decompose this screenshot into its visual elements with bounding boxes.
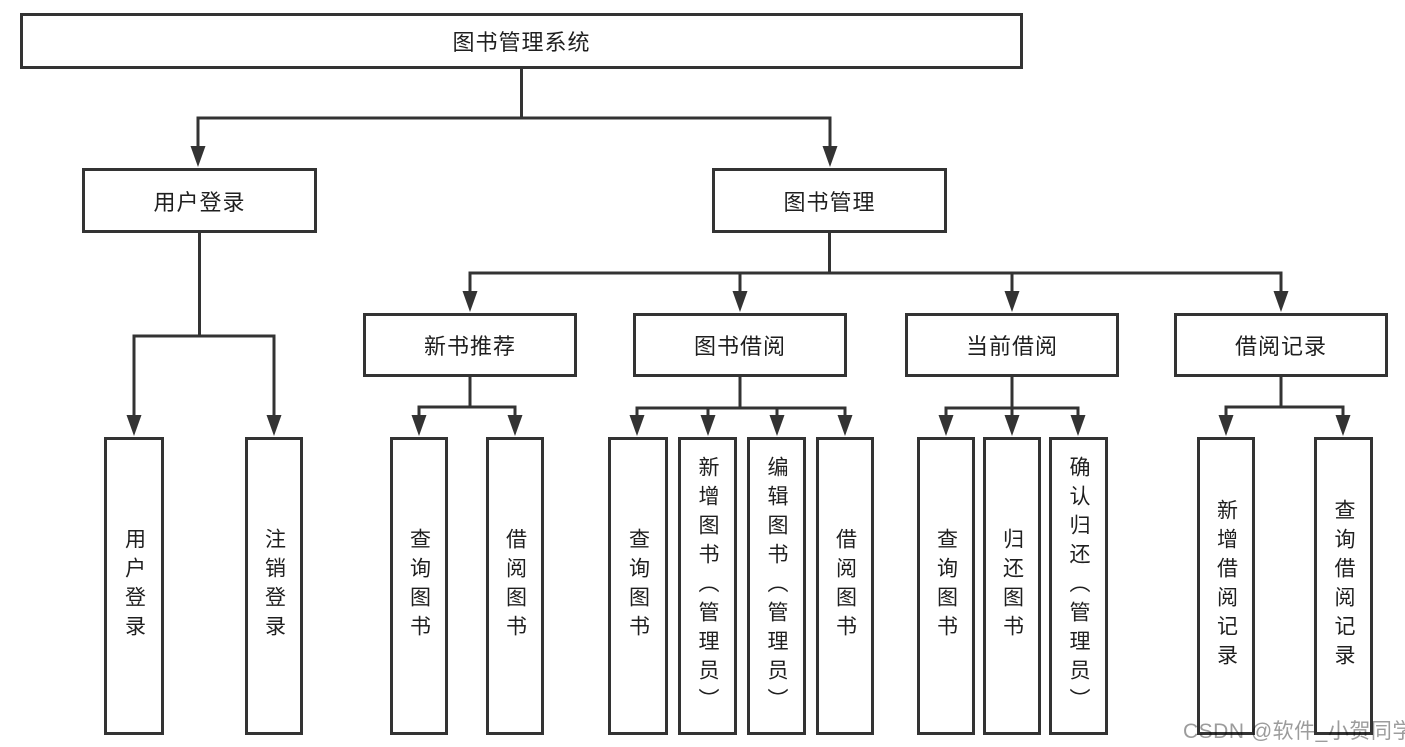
leaf-query-borrow-record-label: 查询借阅记录 bbox=[1332, 499, 1355, 673]
user-login-branch-connector bbox=[126, 231, 282, 436]
node-root-label: 图书管理系统 bbox=[452, 30, 591, 55]
node-borrowing-records: 借阅记录 bbox=[1174, 313, 1388, 377]
leaf-borrow-books-recommend: 借阅图书 bbox=[486, 437, 544, 735]
leaf-borrow-books-borrowing-label: 借阅图书 bbox=[833, 528, 857, 644]
book-borrowing-branch-connector bbox=[629, 375, 853, 436]
borrowing-records-branch-connector bbox=[1218, 375, 1351, 436]
leaf-add-borrow-record-label: 新增借阅记录 bbox=[1214, 499, 1238, 673]
new-book-recommend-branch-connector bbox=[411, 375, 523, 436]
leaf-edit-book-admin-label: 编辑图书（管理员） bbox=[765, 455, 788, 717]
leaf-add-book-admin-label: 新增图书（管理员） bbox=[696, 455, 719, 717]
node-book-borrowing-label: 图书借阅 bbox=[693, 334, 786, 359]
leaf-return-books: 归还图书 bbox=[983, 437, 1041, 735]
leaf-return-books-label: 归还图书 bbox=[1000, 528, 1024, 644]
node-user-login: 用户登录 bbox=[82, 168, 317, 233]
root-to-level2-connector bbox=[190, 67, 838, 167]
current-borrowing-branch-connector bbox=[938, 375, 1086, 436]
leaf-edit-book-admin: 编辑图书（管理员） bbox=[747, 437, 806, 735]
book-management-branch-connector bbox=[462, 231, 1289, 312]
leaf-user-login-label: 用户登录 bbox=[122, 528, 146, 644]
leaf-logout-label: 注销登录 bbox=[262, 528, 286, 644]
node-book-management-label: 图书管理 bbox=[783, 189, 876, 215]
node-current-borrowing-label: 当前借阅 bbox=[965, 334, 1058, 359]
leaf-confirm-return-admin: 确认归还（管理员） bbox=[1049, 437, 1108, 735]
node-borrowing-records-label: 借阅记录 bbox=[1234, 334, 1327, 359]
node-new-book-recommend: 新书推荐 bbox=[363, 313, 577, 377]
node-root: 图书管理系统 bbox=[20, 13, 1023, 69]
node-book-management: 图书管理 bbox=[712, 168, 947, 233]
leaf-query-books-recommend-label: 查询图书 bbox=[407, 528, 431, 644]
node-book-borrowing: 图书借阅 bbox=[633, 313, 847, 377]
leaf-query-books-current: 查询图书 bbox=[917, 437, 975, 735]
leaf-borrow-books-recommend-label: 借阅图书 bbox=[503, 528, 527, 644]
leaf-user-login: 用户登录 bbox=[104, 437, 164, 735]
leaf-add-book-admin: 新增图书（管理员） bbox=[678, 437, 737, 735]
leaf-query-books-borrowing: 查询图书 bbox=[608, 437, 668, 735]
leaf-add-borrow-record: 新增借阅记录 bbox=[1197, 437, 1255, 735]
node-current-borrowing: 当前借阅 bbox=[905, 313, 1119, 377]
leaf-borrow-books-borrowing: 借阅图书 bbox=[816, 437, 874, 735]
csdn-watermark: CSDN @软件_小贺同学 bbox=[1183, 720, 1405, 743]
leaf-confirm-return-admin-label: 确认归还（管理员） bbox=[1067, 455, 1090, 717]
leaf-logout: 注销登录 bbox=[245, 437, 303, 735]
node-new-book-recommend-label: 新书推荐 bbox=[423, 334, 516, 359]
node-user-login-label: 用户登录 bbox=[153, 189, 246, 215]
leaf-query-books-borrowing-label: 查询图书 bbox=[626, 528, 650, 644]
leaf-query-books-recommend: 查询图书 bbox=[390, 437, 448, 735]
leaf-query-borrow-record: 查询借阅记录 bbox=[1314, 437, 1373, 735]
leaf-query-books-current-label: 查询图书 bbox=[934, 528, 958, 644]
